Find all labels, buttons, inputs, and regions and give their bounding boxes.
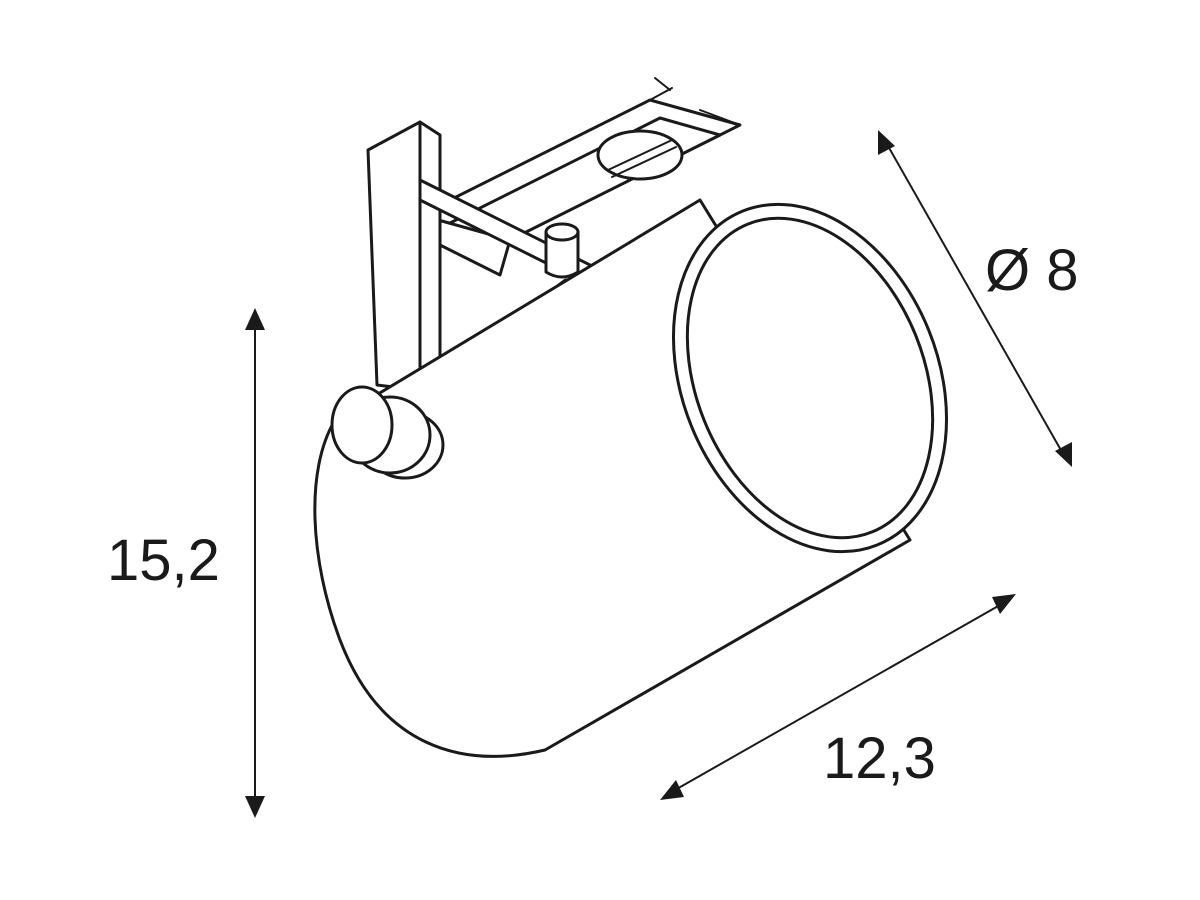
height-label: 15,2 <box>107 528 220 593</box>
rotary-lock-knob <box>596 129 684 181</box>
length-dimension <box>660 594 1016 800</box>
spot-cylinder-body <box>313 198 948 758</box>
length-label: 12,3 <box>823 726 936 791</box>
pivot-knob <box>330 385 445 480</box>
height-dimension <box>245 308 265 818</box>
diameter-label: Ø 8 <box>985 238 1079 303</box>
diameter-dimension <box>878 130 1072 467</box>
